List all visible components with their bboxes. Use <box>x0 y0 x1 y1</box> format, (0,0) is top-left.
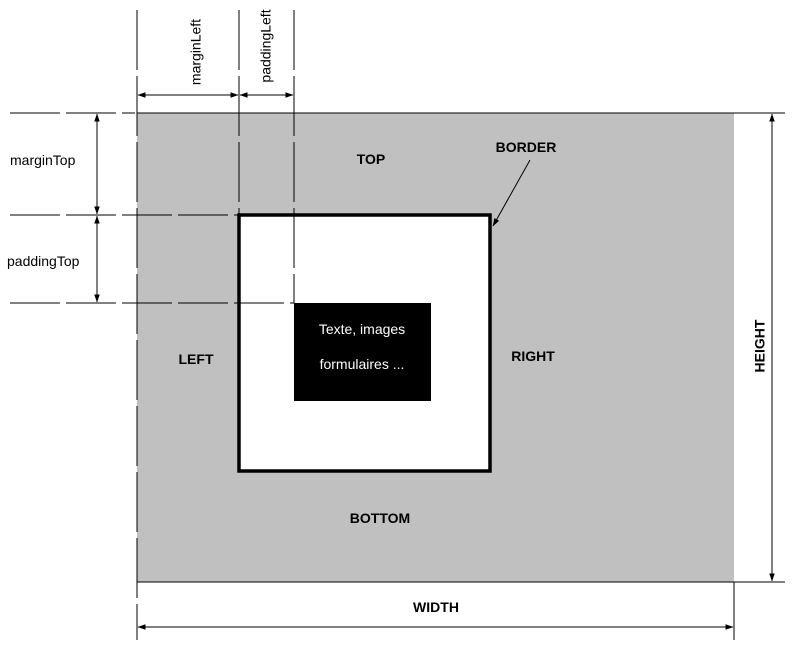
bottom-label: BOTTOM <box>350 510 410 526</box>
content-area <box>294 303 431 401</box>
dimension-arrows <box>94 92 775 630</box>
content-text-line2: formulaires ... <box>320 356 405 372</box>
padding-top-label: paddingTop <box>7 253 80 269</box>
content-text-line1: Texte, images <box>319 321 405 337</box>
left-label: LEFT <box>179 351 214 367</box>
right-label: RIGHT <box>511 348 555 364</box>
width-label: WIDTH <box>413 599 459 615</box>
border-label: BORDER <box>496 139 557 155</box>
guide-lines <box>10 10 785 640</box>
top-label: TOP <box>357 151 386 167</box>
border-pointer-arrow <box>492 159 531 227</box>
padding-left-label: paddingLeft <box>258 9 274 82</box>
margin-top-label: marginTop <box>10 152 76 168</box>
margin-left-label: marginLeft <box>188 19 204 85</box>
height-label: HEIGHT <box>752 319 768 372</box>
